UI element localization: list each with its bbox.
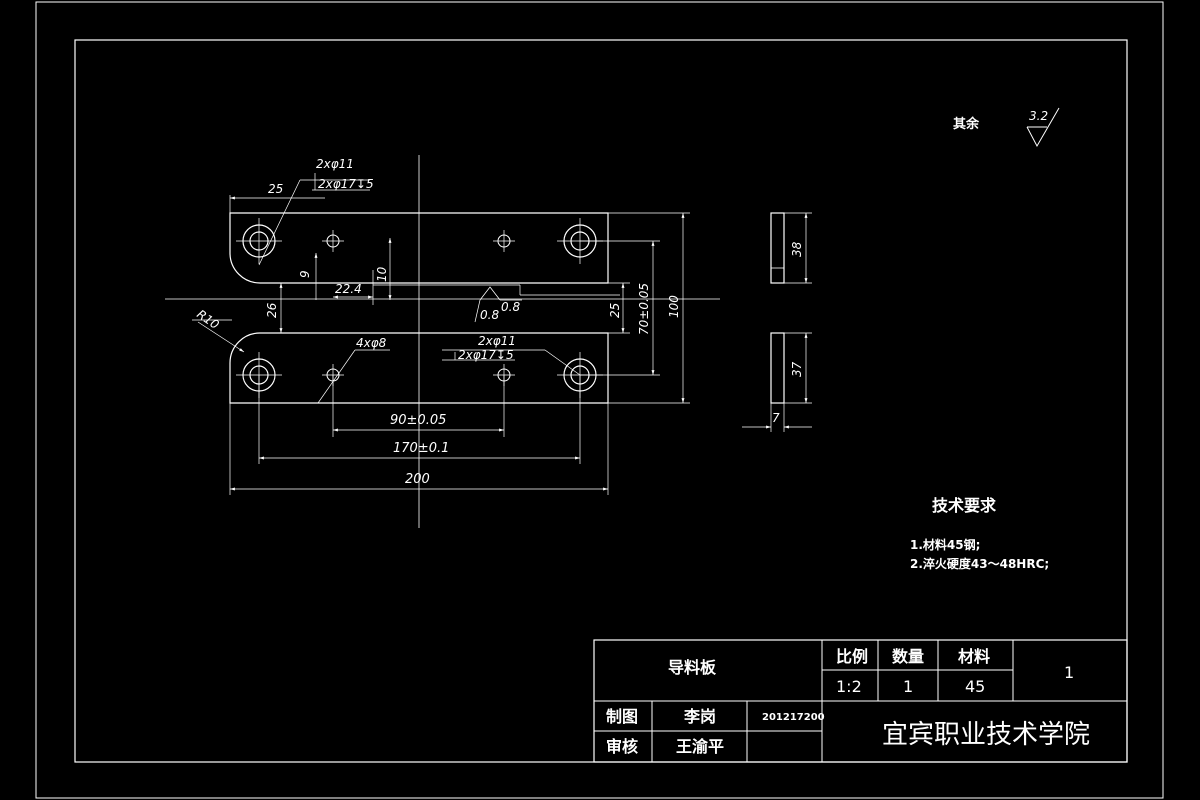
dim-10: 10 xyxy=(375,266,389,282)
outer-border xyxy=(35,1,1164,799)
dim-200: 200 xyxy=(405,472,430,487)
dim-90: 90±0.05 xyxy=(390,413,446,428)
school-name: 宜宾职业技术学院 xyxy=(882,720,1090,750)
dim-70: 70±0.05 xyxy=(637,283,651,335)
dim-170: 170±0.1 xyxy=(393,441,449,456)
surface-ra-value: 3.2 xyxy=(1029,109,1048,123)
dim-hole-c: 4xφ8 xyxy=(356,336,387,350)
side-views xyxy=(742,212,812,432)
sheet-number: 1 xyxy=(1064,663,1074,682)
requirement-item-1: 1.材料45钢; xyxy=(910,537,980,552)
title-block-grid xyxy=(593,639,1128,763)
student-number: 201217200 xyxy=(762,712,825,723)
surface-other-label: 其余 xyxy=(953,116,980,132)
quantity-label: 数量 xyxy=(892,647,924,666)
roughness-symbol-icon xyxy=(1026,107,1060,148)
part-name: 导料板 xyxy=(668,658,717,677)
dim-22-4: 22.4 xyxy=(335,282,362,296)
front-view xyxy=(165,155,720,528)
roughness-left: 0.8 xyxy=(480,308,499,322)
dim-38: 38 xyxy=(790,241,804,257)
scale-value: 1:2 xyxy=(836,677,862,696)
dim-hole-b1: 2xφ11 xyxy=(478,334,516,348)
material-label: 材料 xyxy=(958,647,990,666)
checked-by: 王渝平 xyxy=(676,737,724,756)
requirement-item-2: 2.淬火硬度43～48HRC; xyxy=(910,556,1049,571)
requirements-title: 技术要求 xyxy=(932,496,997,515)
dim-37: 37 xyxy=(790,361,804,377)
dim-25-top: 25 xyxy=(268,182,283,196)
dim-100: 100 xyxy=(667,295,681,318)
quantity-value: 1 xyxy=(903,677,913,696)
drawn-by: 李岗 xyxy=(683,707,716,726)
dim-25-right: 25 xyxy=(608,303,622,318)
scale-label: 比例 xyxy=(836,647,868,666)
drawn-label: 制图 xyxy=(606,707,638,726)
dim-26: 26 xyxy=(265,302,279,318)
dim-hole-b2: 2xφ17↧5 xyxy=(458,348,514,362)
dim-9: 9 xyxy=(298,270,312,278)
dim-7: 7 xyxy=(772,411,780,425)
checked-label: 审核 xyxy=(606,737,638,756)
dim-hole-a2: 2xφ17↧5 xyxy=(318,177,374,191)
dim-hole-a1: 2xφ11 xyxy=(316,157,354,171)
roughness-right: 0.8 xyxy=(501,300,520,314)
material-value: 45 xyxy=(965,677,985,696)
